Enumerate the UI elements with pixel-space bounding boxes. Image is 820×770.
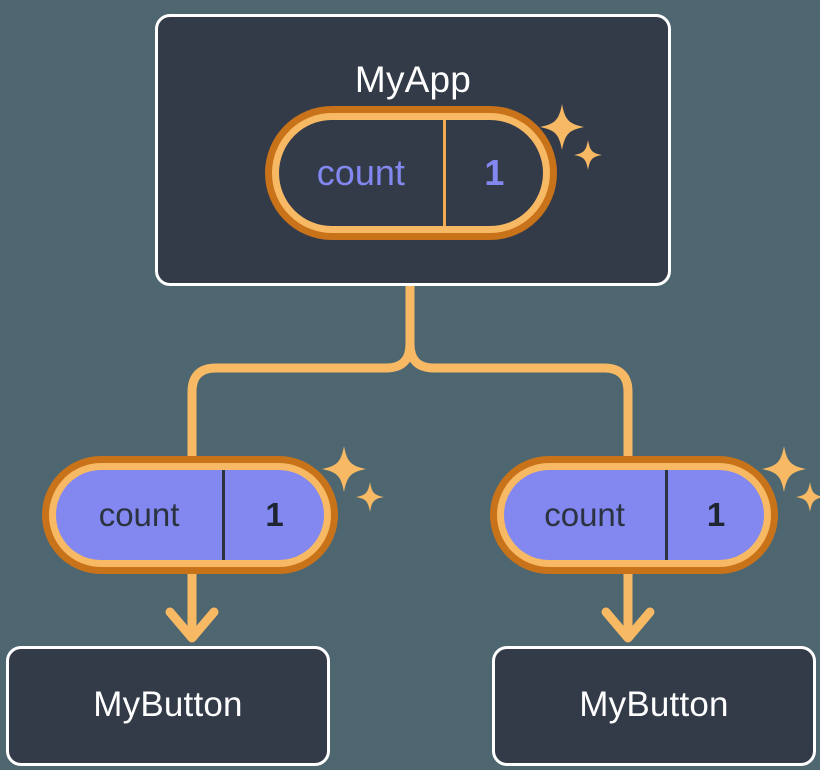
- connector-root-to-right: [405, 281, 633, 467]
- state-value-label: 1: [665, 470, 764, 560]
- state-pill-ring: count 1: [49, 463, 331, 567]
- component-box-mybutton-right[interactable]: MyButton: [492, 646, 816, 766]
- connector-root-to-left: [187, 281, 415, 467]
- state-key-label: count: [98, 496, 180, 533]
- component-label-myapp: MyApp: [354, 59, 472, 100]
- state-pill-button-right[interactable]: count 1: [490, 456, 778, 574]
- arrow-right-pill-to-button: [601, 572, 655, 643]
- state-pill-ring: count 1: [497, 463, 771, 567]
- state-value-label: 1: [442, 120, 543, 226]
- component-label-mybutton-right: MyButton: [579, 685, 729, 724]
- state-pill-button-left[interactable]: count 1: [42, 456, 338, 574]
- state-pill-body: count 1: [56, 470, 324, 560]
- state-key-label: count: [316, 152, 405, 193]
- component-box-mybutton-left[interactable]: MyButton: [6, 646, 330, 766]
- state-pill-ring: count 1: [272, 113, 550, 233]
- state-pill-myapp[interactable]: count 1: [265, 106, 557, 240]
- state-pill-body: count 1: [504, 470, 764, 560]
- state-value-label: 1: [222, 470, 324, 560]
- arrow-left-pill-to-button: [165, 572, 219, 643]
- state-pill-body: count 1: [279, 120, 543, 226]
- component-label-mybutton-left: MyButton: [93, 685, 243, 724]
- state-key-label: count: [544, 496, 625, 533]
